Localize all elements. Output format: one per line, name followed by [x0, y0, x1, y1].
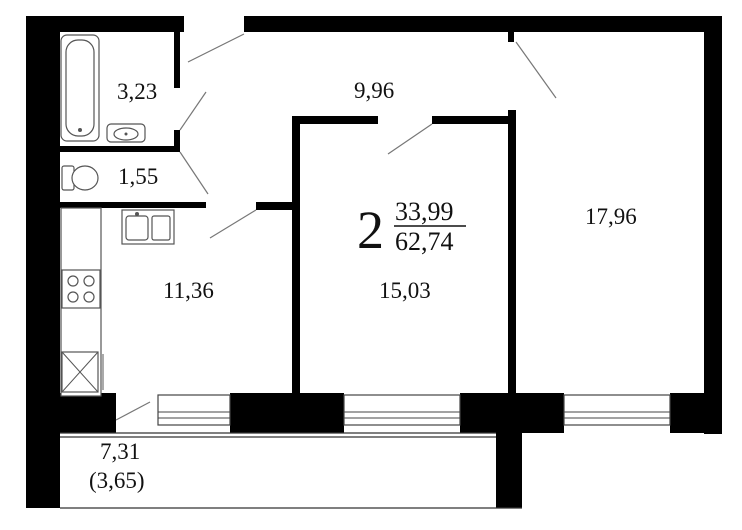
- door-room-2: [515, 41, 557, 99]
- window-room-1: [343, 394, 461, 426]
- balcony-wall-left: [26, 411, 60, 508]
- room-area-room-2: 17,96: [585, 204, 637, 229]
- wall-bath-right-lower: [174, 130, 180, 152]
- wall-outer-right: [704, 16, 722, 434]
- room-area-room-1: 15,03: [379, 278, 431, 303]
- door-balcony: [115, 401, 151, 421]
- stove-icon: [61, 269, 101, 309]
- wall-room1-left: [292, 116, 300, 393]
- wall-room1-top-left: [292, 116, 378, 124]
- room-area-hallway: 9,96: [354, 78, 394, 103]
- window-kitchen: [157, 394, 231, 426]
- toilet-icon: [61, 165, 99, 191]
- door-toilet: [179, 151, 209, 195]
- total-area: 62,74: [395, 227, 454, 256]
- balcony-area: 7,31: [100, 439, 140, 464]
- room-area-kitchen: 11,36: [163, 278, 214, 303]
- washbasin-icon: [106, 123, 146, 143]
- door-room-1: [387, 123, 433, 155]
- wall-bottom-pier-2: [460, 393, 564, 433]
- wall-outer-left: [26, 16, 60, 411]
- wall-toilet-kitchen: [60, 202, 206, 208]
- wall-top-left: [26, 16, 184, 32]
- wall-kitchen-hall: [256, 202, 294, 210]
- room-area-bathroom: 3,23: [117, 79, 157, 104]
- walls: [26, 16, 722, 508]
- door-bathroom: [179, 91, 207, 131]
- wall-room2-left: [508, 110, 516, 393]
- fixtures: [60, 34, 175, 397]
- door-entrance: [187, 33, 245, 63]
- doors: [115, 33, 557, 421]
- window-room-2: [563, 394, 671, 426]
- rooms-count: 2: [357, 200, 384, 260]
- fridge-icon: [61, 351, 104, 393]
- living-area: 33,99: [395, 197, 454, 226]
- wall-top-right: [244, 16, 722, 32]
- windows: [60, 394, 671, 509]
- wall-bottom-pier-1: [230, 393, 344, 433]
- door-kitchen: [209, 209, 257, 239]
- wall-room1-top-right: [432, 116, 514, 124]
- wall-bath-toilet: [60, 146, 180, 152]
- wall-bottom-pier-3: [670, 393, 722, 433]
- balcony-area-reduced: (3,65): [89, 468, 145, 493]
- wall-bath-right-upper: [174, 32, 180, 88]
- wall-room2-left-upper: [508, 32, 514, 42]
- labels: 3,23 1,55 9,96 11,36 15,03 17,96 2 33,99…: [89, 78, 637, 493]
- kitchen-sink-icon: [121, 209, 175, 245]
- room-area-toilet: 1,55: [118, 164, 158, 189]
- balcony-wall-right: [496, 433, 522, 508]
